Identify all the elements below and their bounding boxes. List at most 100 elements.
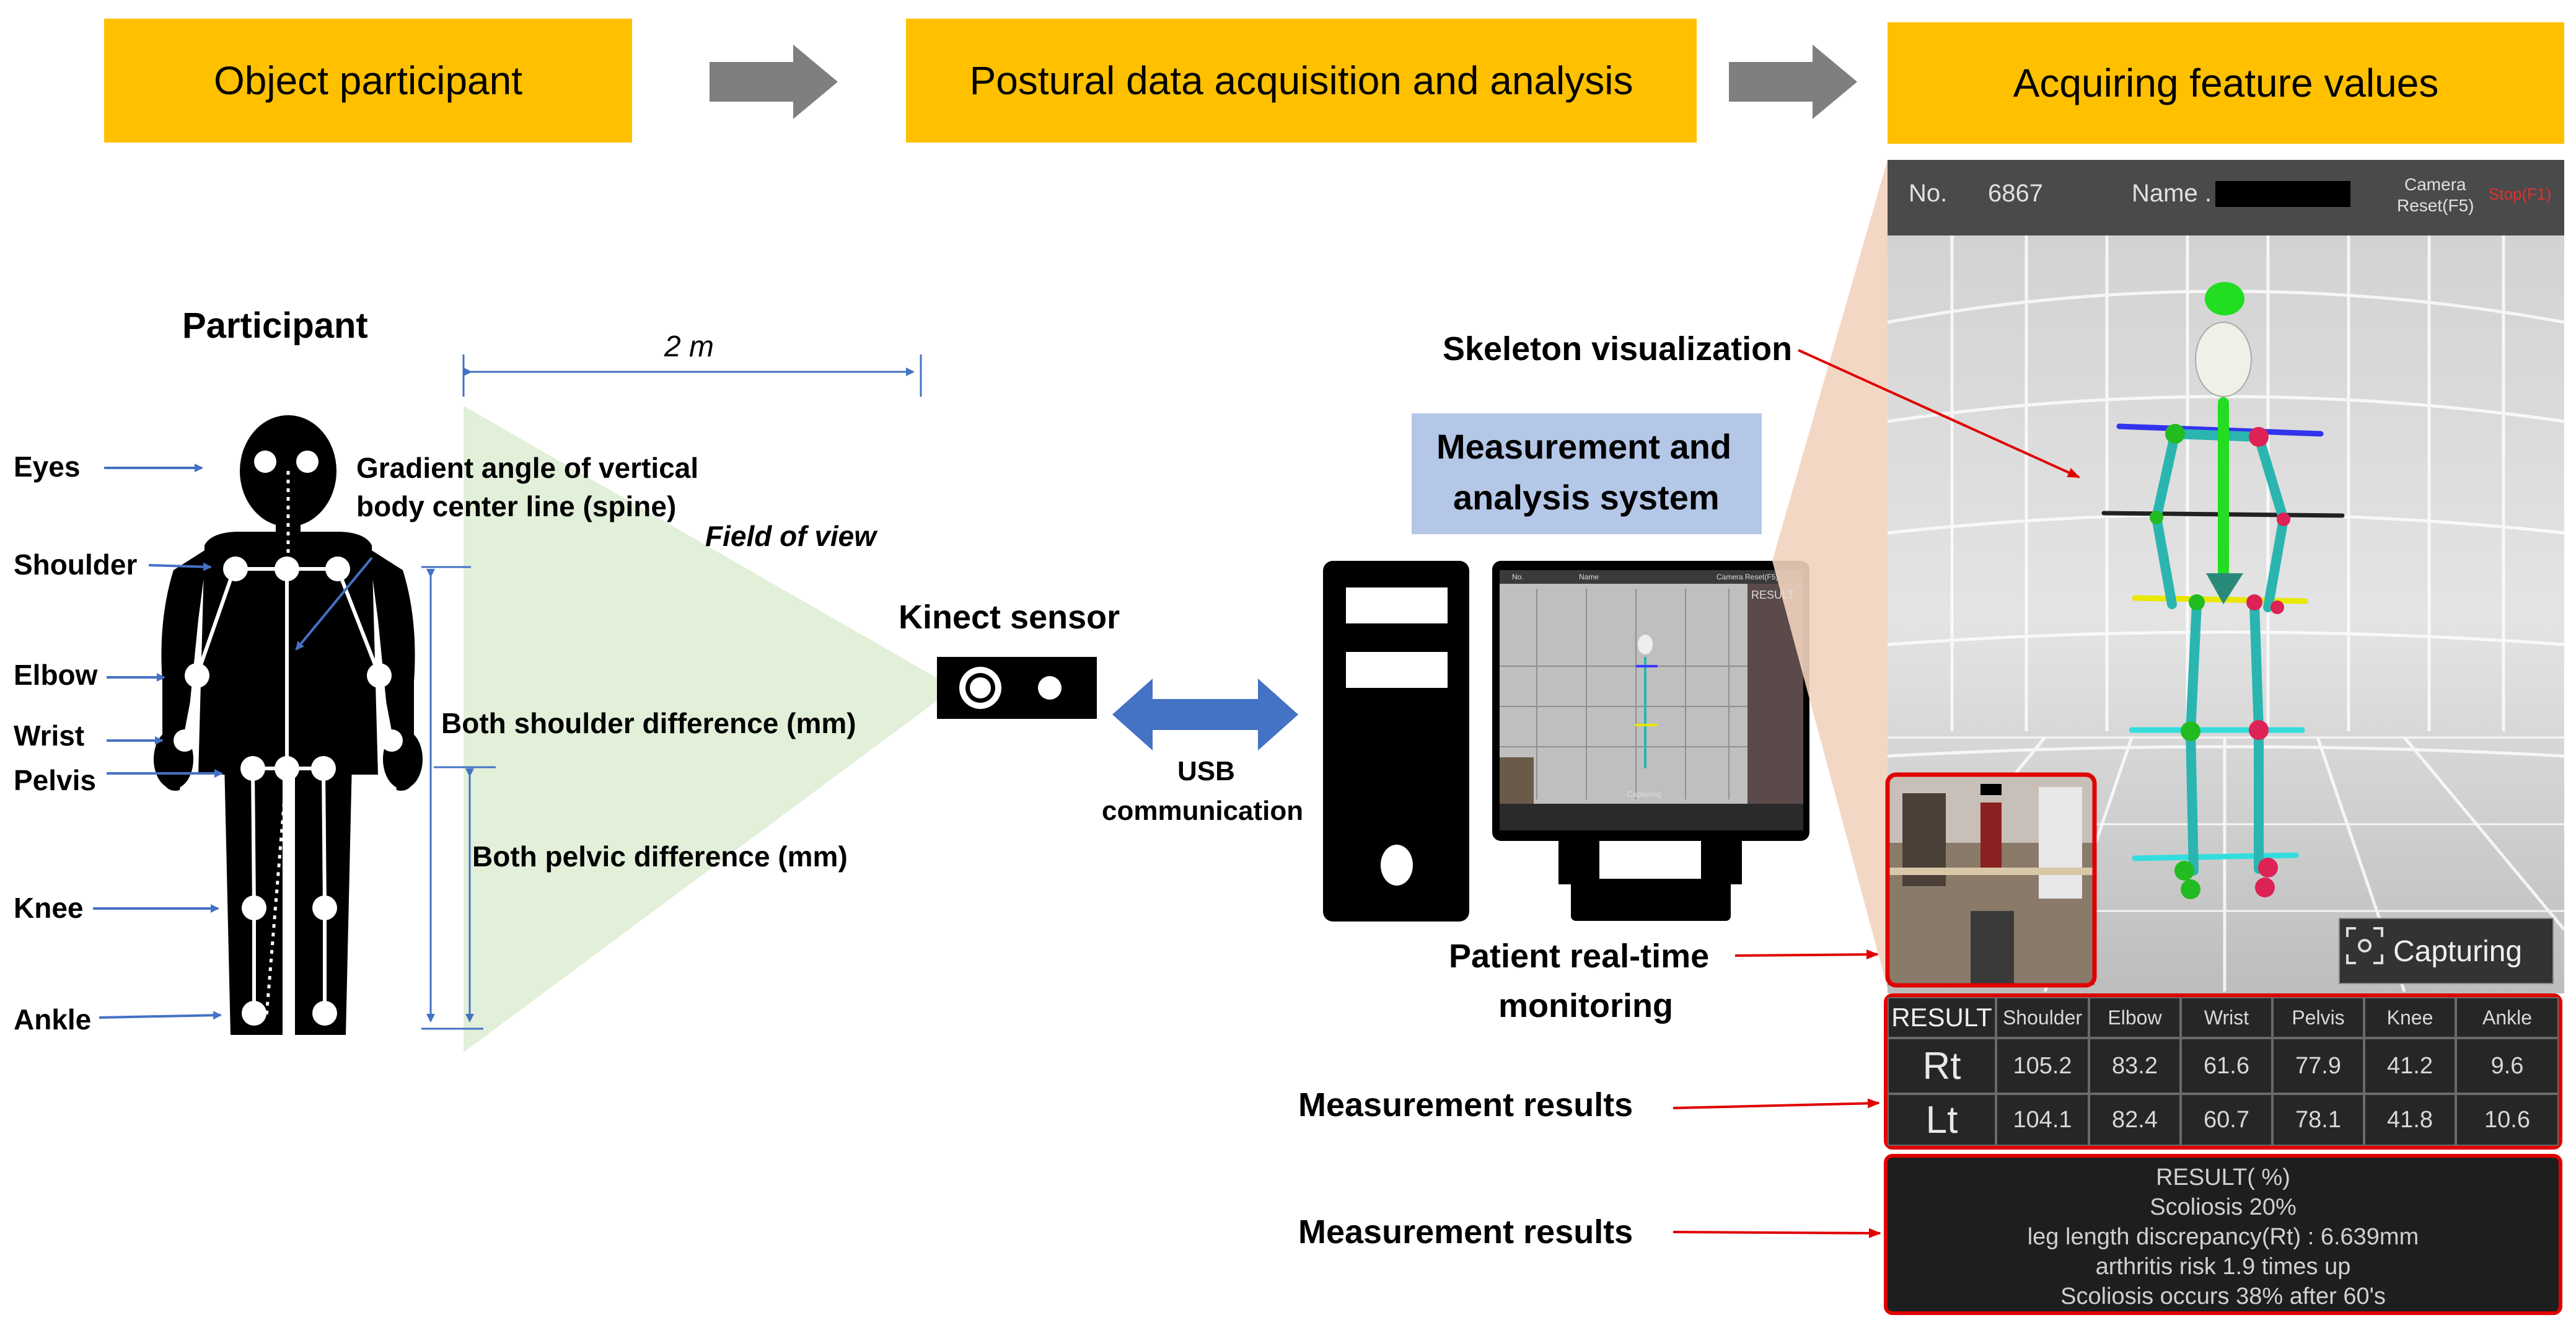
app-capturing-label[interactable]: Capturing [2393, 935, 2523, 968]
app-camera-reset-line1[interactable]: Camera [2404, 175, 2466, 194]
table-cell: 60.7 [2181, 1094, 2272, 1146]
summary-line: Scoliosis 20% [2150, 1194, 2297, 1220]
label-pelvis: Pelvis [14, 764, 96, 796]
table-cell: 10.6 [2456, 1094, 2559, 1146]
col-header: Wrist [2181, 997, 2272, 1038]
figure-joints [183, 471, 393, 1017]
label-usb-line2: communication [1102, 796, 1304, 826]
label-skeleton-visualization: Skeleton visualization [1443, 330, 1793, 367]
table-cell: 82.4 [2089, 1094, 2181, 1146]
col-shoulder: Shoulder [2002, 1006, 2083, 1029]
col-knee: Knee [2386, 1006, 2433, 1029]
usb-double-arrow [1112, 679, 1298, 750]
label-elbow: Elbow [14, 659, 98, 691]
cell-lt-ankle: 10.6 [2484, 1106, 2530, 1133]
result-summary: RESULT( %) Scoliosis 20% leg length disc… [1884, 1154, 2562, 1315]
col-elbow: Elbow [2108, 1006, 2162, 1029]
col-header: Knee [2364, 997, 2456, 1038]
table-cell: 61.6 [2181, 1038, 2272, 1094]
cell-lt-shoulder: 104.1 [2013, 1106, 2072, 1133]
label-eyes: Eyes [14, 451, 81, 483]
cell-rt-pelvis: 77.9 [2295, 1052, 2341, 1079]
cell-rt-knee: 41.2 [2387, 1052, 2433, 1079]
results-table: RESULT Shoulder Elbow Wrist Pelvis Knee … [1884, 993, 2562, 1150]
process-arrow-2 [1729, 45, 1857, 119]
table-cell: 105.2 [1996, 1038, 2089, 1094]
label-shoulder: Shoulder [14, 548, 138, 581]
app-skeleton [2101, 282, 2345, 899]
pc-tower [1323, 561, 1469, 922]
label-system-line2: analysis system [1453, 478, 1720, 517]
header-feature-values: Acquiring feature values [1888, 22, 2564, 144]
app-name-label: Name . [2132, 180, 2212, 207]
label-wrist: Wrist [14, 719, 85, 752]
label-knee: Knee [14, 892, 84, 924]
table-cell: 83.2 [2089, 1038, 2181, 1094]
results-corner: RESULT [1888, 997, 1996, 1038]
cell-lt-knee: 41.8 [2387, 1106, 2433, 1133]
row-label-rt: Rt [1888, 1038, 1996, 1094]
col-header: Pelvis [2272, 997, 2364, 1038]
label-measurement-results-2: Measurement results [1298, 1213, 1633, 1251]
label-shoulder-diff: Both shoulder difference (mm) [441, 707, 856, 739]
col-pelvis: Pelvis [2292, 1006, 2345, 1029]
label-monitoring-line2: monitoring [1498, 987, 1673, 1024]
label-usb-line1: USB [1177, 756, 1235, 786]
header-postural-data: Postural data acquisition and analysis [906, 19, 1697, 143]
participant-title: Participant [182, 306, 368, 346]
label-spine-line2: body center line (spine) [356, 490, 677, 522]
label-kinect-sensor: Kinect sensor [899, 599, 1120, 636]
table-cell: 78.1 [2272, 1094, 2364, 1146]
table-cell: 77.9 [2272, 1038, 2364, 1094]
label-system-line1: Measurement and [1436, 427, 1732, 466]
label-pelvic-diff: Both pelvic difference (mm) [472, 840, 848, 873]
kinect-sensor [937, 657, 1097, 719]
zoom-wedge [1772, 160, 1888, 988]
col-wrist: Wrist [2204, 1006, 2249, 1029]
mini-no: No. [1512, 573, 1524, 581]
cell-lt-elbow: 82.4 [2112, 1106, 2158, 1133]
cell-rt-shoulder: 105.2 [2013, 1052, 2072, 1079]
mini-capturing: Capturing [1627, 790, 1662, 799]
cell-rt-ankle: 9.6 [2490, 1052, 2524, 1079]
app-no-label: No. [1909, 180, 1948, 207]
col-header: Ankle [2456, 997, 2559, 1038]
monitor [1492, 561, 1809, 921]
table-cell: 41.8 [2364, 1094, 2456, 1146]
app-no-value: 6867 [1988, 180, 2043, 207]
mini-camera: Camera Reset(F5) [1717, 573, 1778, 581]
camera-preview [1885, 772, 2097, 988]
field-of-view-cone [464, 406, 954, 1052]
summary-line: leg length discrepancy(Rt) : 6.639mm [2027, 1224, 2419, 1250]
process-arrow-1 [710, 45, 838, 119]
col-ankle: Ankle [2482, 1006, 2533, 1029]
summary-line: Scoliosis occurs 38% after 60's [2060, 1283, 2386, 1309]
row-label-lt: Lt [1888, 1094, 1996, 1146]
table-cell: 104.1 [1996, 1094, 2089, 1146]
col-header: Shoulder [1996, 997, 2089, 1038]
cell-lt-wrist: 60.7 [2204, 1106, 2249, 1133]
mini-name: Name [1579, 573, 1599, 581]
summary-line: arthritis risk 1.9 times up [2095, 1254, 2351, 1280]
header-object-participant: Object participant [104, 19, 632, 143]
header-postural-data-label: Postural data acquisition and analysis [969, 58, 1633, 103]
app-stop-button[interactable]: Stop(F1) [2489, 185, 2552, 203]
table-cell: 9.6 [2456, 1038, 2559, 1094]
capturing-button [2339, 918, 2554, 984]
table-cell: 41.2 [2364, 1038, 2456, 1094]
header-object-participant-label: Object participant [213, 58, 523, 103]
label-ankle: Ankle [14, 1003, 92, 1036]
summary-line: RESULT( %) [2156, 1164, 2290, 1190]
col-header: Elbow [2089, 997, 2181, 1038]
label-field-of-view: Field of view [705, 520, 877, 552]
row-rt-label: Rt [1922, 1044, 1961, 1088]
name-redaction [2215, 181, 2350, 207]
mini-result: RESULT [1751, 589, 1795, 601]
label-distance: 2 m [664, 330, 714, 363]
app-camera-reset-line2[interactable]: Reset(F5) [2397, 196, 2474, 215]
cell-lt-pelvis: 78.1 [2295, 1106, 2341, 1133]
label-monitoring-line1: Patient real-time [1449, 938, 1710, 975]
header-feature-values-label: Acquiring feature values [2013, 61, 2439, 105]
measurement-system-box [1412, 413, 1762, 534]
